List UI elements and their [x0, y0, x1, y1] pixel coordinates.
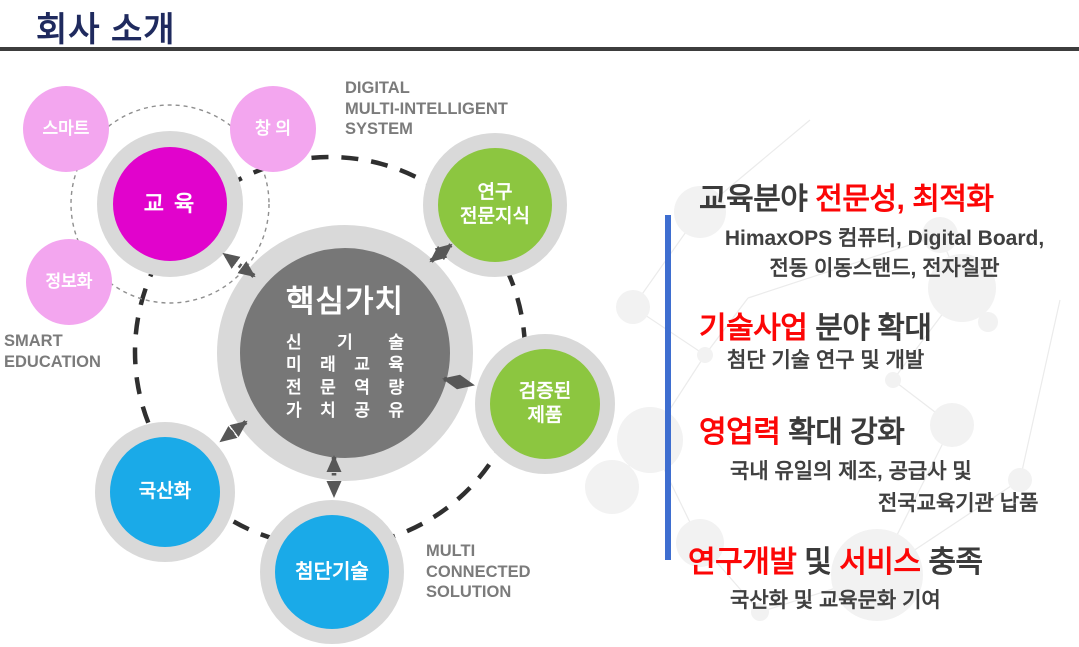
label-multi-connected-solution: MULTI CONNECTED SOLUTION: [426, 541, 531, 603]
panel-sub-contribution: 국산화 및 교육문화 기여: [730, 589, 941, 612]
mini-circle-informatization-label: 정보화: [45, 272, 93, 292]
mini-circle-smart: 스마트: [23, 86, 109, 172]
research-expertise-circle: 연구 전문지식: [423, 133, 567, 277]
core-value-item: 신 기 술: [286, 332, 404, 352]
core-value-item: 전 문 역 량: [286, 378, 404, 398]
heading-segment: 및: [796, 546, 840, 579]
heading-segment: 충족: [920, 546, 983, 579]
label-top-line2: MULTI-INTELLIGENT: [345, 99, 508, 118]
research-expertise-line1: 연구: [477, 182, 513, 204]
label-left-line2: EDUCATION: [4, 352, 101, 371]
panel-sub-sales-line2: 전국교육기관 납품: [878, 492, 1039, 515]
core-value-item: 미 래 교 육: [286, 355, 404, 375]
education-circle-label: 교 육: [143, 191, 197, 217]
label-top-line1: DIGITAL: [345, 79, 410, 97]
label-smart-education: SMART EDUCATION: [4, 331, 101, 372]
label-bottom-line3: SOLUTION: [426, 583, 512, 602]
high-tech-circle: 첨단기술: [260, 500, 404, 644]
panel-sub-education-products: HimaxOPS 컴퓨터, Digital Board, 전동 이동스탠드, 전…: [690, 224, 1079, 284]
label-bottom-line2: CONNECTED: [426, 562, 531, 581]
core-value-title: 핵심가치: [285, 283, 405, 319]
verified-product-circle: 검증된 제품: [475, 334, 615, 474]
panel-heading-education-field: 교육분야 전문성, 최적화: [699, 174, 994, 218]
heading-segment: 교육분야: [699, 183, 816, 216]
mini-circle-smart-label: 스마트: [42, 119, 90, 139]
title-underline: [0, 47, 1079, 51]
mini-circle-informatization: 정보화: [26, 239, 112, 325]
heading-segment: 서비스: [839, 546, 921, 579]
panel-heading-sales-power: 영업력 확대 강화: [699, 407, 905, 451]
label-left-line1: SMART: [4, 332, 63, 350]
heading-segment: 영업력: [699, 416, 781, 449]
sub-line: HimaxOPS 컴퓨터, Digital Board,: [724, 227, 1045, 250]
heading-segment: 기술사업: [699, 312, 808, 345]
page-title: 회사 소개: [36, 11, 176, 49]
verified-product-line2: 제품: [527, 405, 563, 426]
core-value-item: 가 치 공 유: [286, 401, 404, 421]
education-orbit-dashed-ring: [70, 104, 270, 304]
panel-heading-tech-business: 기술사업 분야 확대: [699, 303, 932, 347]
heading-segment: 확대 강화: [780, 416, 905, 449]
panel-sub-tech-rnd: 첨단 기술 연구 및 개발: [727, 349, 925, 372]
panel-sub-sales-line1: 국내 유일의 제조, 공급사 및: [730, 460, 972, 483]
research-expertise-line2: 전문지식: [460, 206, 530, 227]
heading-segment: 연구개발: [688, 546, 797, 579]
label-top-line3: SYSTEM: [345, 120, 413, 139]
sub-line: 전동 이동스탠드, 전자칠판: [769, 256, 1000, 280]
panel-heading-rnd-service: 연구개발 및 서비스 충족: [688, 537, 983, 581]
heading-segment: 분야 확대: [807, 312, 932, 345]
localization-label: 국산화: [138, 481, 192, 503]
panel-accent-bar: [665, 215, 671, 560]
network-lines: [611, 119, 1061, 613]
label-digital-multi-intelligent-system: DIGITAL MULTI-INTELLIGENT SYSTEM: [345, 78, 508, 140]
mini-circle-creativity: 창 의: [230, 86, 316, 172]
heading-segment: 전문성, 최적화: [815, 183, 994, 216]
education-circle: 교 육: [97, 131, 243, 277]
mini-circle-creativity-label: 창 의: [254, 119, 291, 139]
localization-circle: 국산화: [95, 422, 235, 562]
high-tech-label: 첨단기술: [295, 560, 369, 583]
core-value-circle: 핵심가치 신 기 술 미 래 교 육 전 문 역 량 가 치 공 유: [217, 225, 473, 481]
label-bottom-line1: MULTI: [426, 542, 476, 560]
verified-product-line1: 검증된: [518, 381, 572, 403]
